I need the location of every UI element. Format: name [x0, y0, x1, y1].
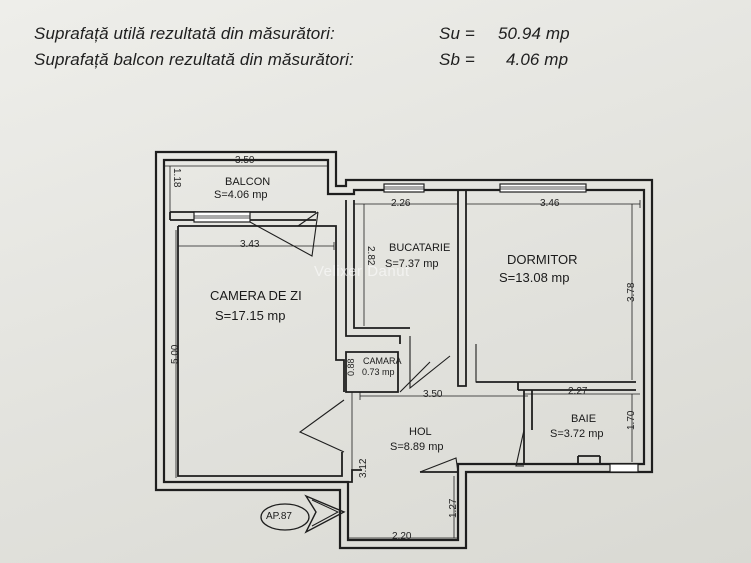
- dim-balcon-depth: 1.18: [171, 168, 182, 188]
- dim-living-width: 3.43: [240, 239, 260, 250]
- dim-living-height: 5.00: [170, 344, 181, 364]
- entry-door: [419, 457, 459, 473]
- kitchen-left-wall: [345, 200, 401, 344]
- pantry-box: [345, 351, 399, 393]
- kitchen-right-wall: [457, 190, 467, 387]
- room-name-camara: CAMARA: [363, 356, 402, 366]
- dim-bath-width: 2.27: [568, 386, 588, 397]
- bedroom-window: [499, 183, 587, 193]
- bath-window: [609, 463, 639, 473]
- balcony-area-line: Suprafață balcon rezultată din măsurător…: [34, 50, 568, 70]
- balcony-area-label: Suprafață balcon rezultată din măsurător…: [34, 50, 354, 69]
- room-name-dormitor: DORMITOR: [507, 252, 578, 267]
- room-name-baie: BAIE: [571, 413, 597, 425]
- room-area-hol: S=8.89 mp: [390, 441, 444, 453]
- dim-bedroom-width: 3.46: [540, 198, 560, 209]
- room-name-balcon: BALCON: [225, 176, 271, 188]
- living-door: [298, 399, 345, 453]
- dim-balcon-width: 3.50: [235, 155, 255, 166]
- living-inner: [178, 225, 345, 392]
- room-name-camera-de-zi: CAMERA DE ZI: [210, 288, 302, 303]
- room-area-dormitor: S=13.08 mp: [499, 270, 570, 285]
- dim-entry-height: 1.27: [448, 498, 459, 518]
- usable-area-symbol: Su =: [439, 24, 475, 43]
- room-area-camara: 0.73 mp: [362, 367, 395, 377]
- usable-area-line: Suprafață utilă rezultată din măsurători…: [34, 24, 570, 44]
- pantry-door: [399, 361, 431, 393]
- balcony-area-symbol: Sb =: [439, 50, 475, 69]
- outer-wall-outer: [154, 150, 654, 550]
- balcony-door: [249, 211, 319, 257]
- dim-hall-height: 3.12: [358, 458, 369, 478]
- dim-entry-width: 2.20: [392, 531, 412, 542]
- room-name-hol: HOL: [409, 426, 432, 438]
- room-area-bucatarie: S=7.37 mp: [385, 258, 439, 270]
- room-area-camera-de-zi: S=17.15 mp: [215, 308, 286, 323]
- dim-pantry-height: 0.88: [346, 358, 356, 376]
- usable-area-label: Suprafață utilă rezultată din măsurători…: [34, 24, 335, 43]
- apartment-tag: AP.87: [266, 511, 292, 522]
- balcony-window: [193, 211, 251, 223]
- apartment-tag-marker: [260, 494, 346, 534]
- dim-hall-width: 3.50: [423, 389, 443, 400]
- kitchen-door: [409, 336, 451, 390]
- room-area-balcon: S=4.06 mp: [214, 189, 268, 201]
- usable-area-value: 50.94 mp: [498, 24, 570, 43]
- bedroom-door: [475, 344, 516, 383]
- dim-kitchen-width: 2.26: [391, 198, 411, 209]
- living-left: [177, 226, 343, 477]
- watermark-text: Velixer Danut: [314, 263, 410, 280]
- kitchen-left-wall-2: [353, 200, 410, 329]
- room-area-baie: S=3.72 mp: [550, 428, 604, 440]
- dim-bedroom-height: 3.78: [626, 282, 637, 302]
- bath-fixture: [577, 455, 601, 464]
- dim-bath-height: 1.70: [626, 410, 637, 430]
- balcony-area-value: 4.06 mp: [506, 50, 569, 69]
- room-name-bucatarie: BUCATARIE: [389, 242, 451, 254]
- kitchen-window: [383, 183, 425, 193]
- bath-door: [515, 429, 525, 467]
